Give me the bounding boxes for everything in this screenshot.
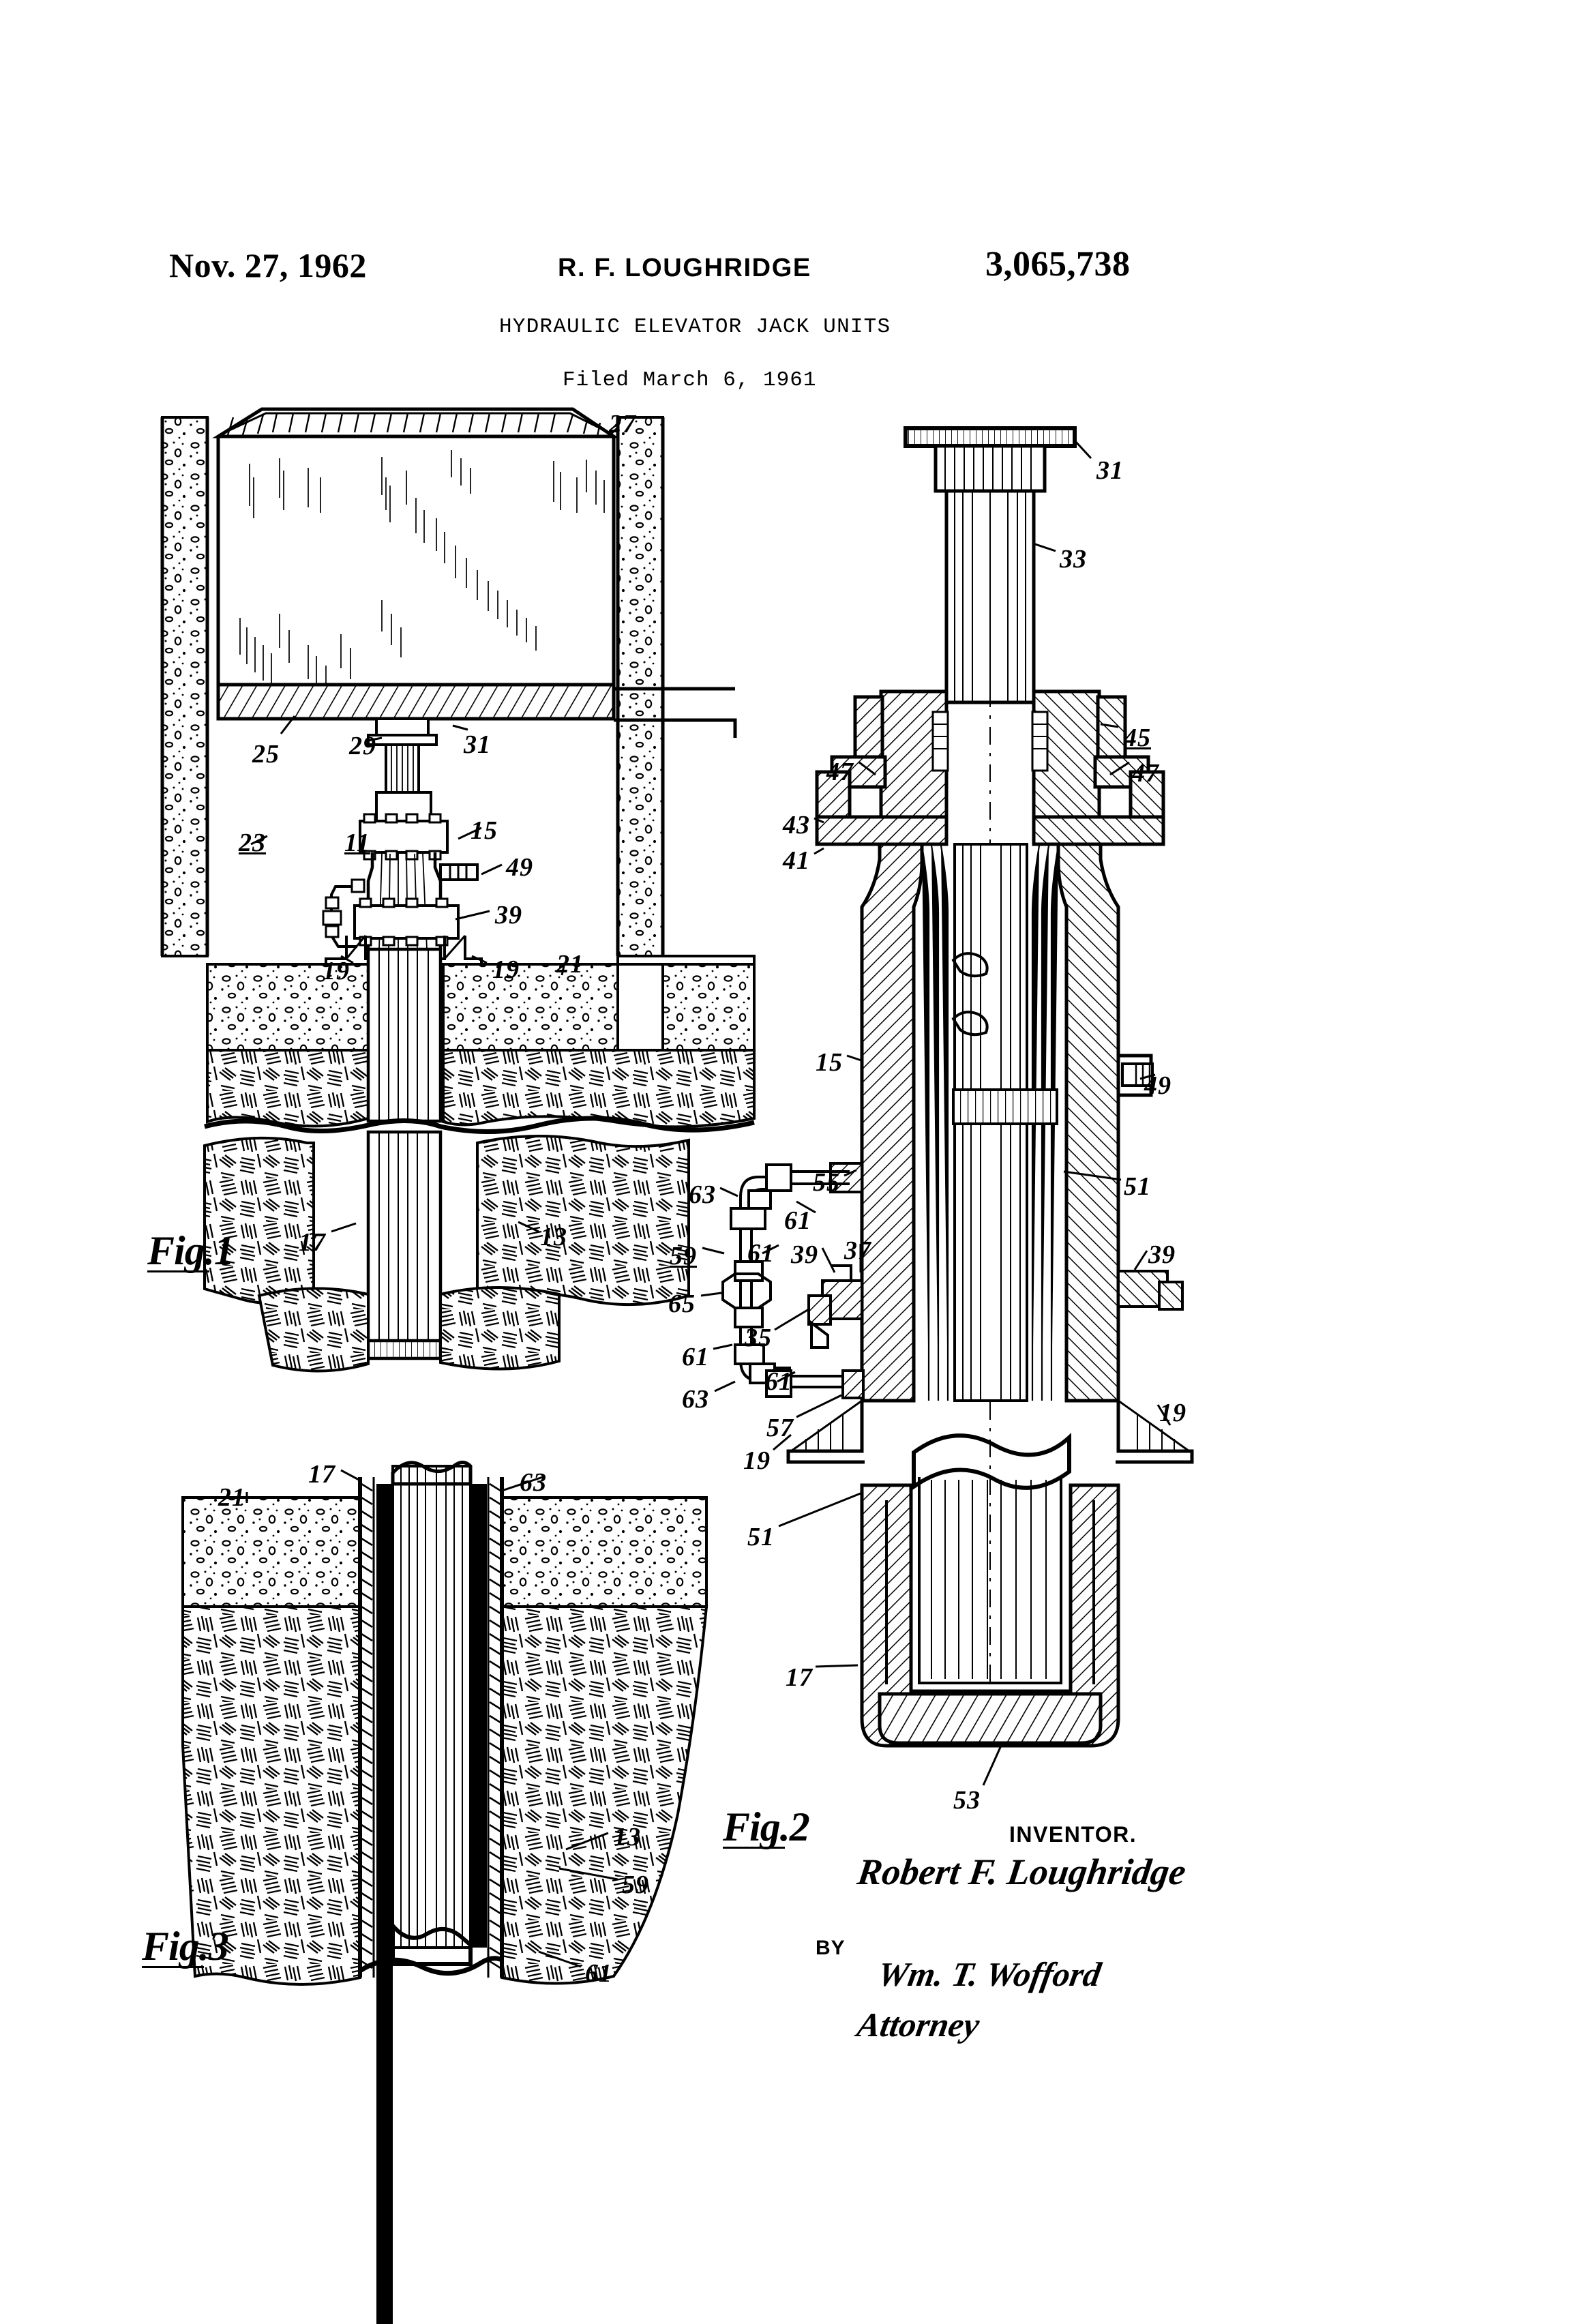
reference-numeral: 37 <box>844 1236 871 1265</box>
reference-numeral: 13 <box>614 1823 641 1851</box>
reference-numeral: 15 <box>816 1048 843 1077</box>
reference-numeral: 61 <box>784 1206 811 1235</box>
patent-title: HYDRAULIC ELEVATOR JACK UNITS <box>499 315 891 339</box>
reference-numeral: 31 <box>464 730 491 759</box>
reference-numeral: 61 <box>682 1343 709 1371</box>
reference-numeral: 17 <box>786 1663 813 1692</box>
reference-numeral: 47 <box>826 758 854 786</box>
reference-numeral: 15 <box>471 816 498 845</box>
inventor-label: INVENTOR. <box>1009 1822 1137 1847</box>
reference-numeral: 51 <box>1124 1172 1151 1201</box>
reference-numeral: 17 <box>299 1228 326 1257</box>
figure-2-drawing <box>700 426 1194 1786</box>
reference-numeral: 53 <box>953 1786 981 1815</box>
reference-numeral: 63 <box>682 1385 709 1414</box>
reference-numeral: 39 <box>1148 1240 1176 1269</box>
patent-number: 3,065,738 <box>985 245 1131 284</box>
reference-numeral: 19 <box>743 1446 771 1475</box>
reference-numeral: 63 <box>689 1180 716 1209</box>
figure-2-caption: Fig.2 <box>723 1804 810 1849</box>
reference-numeral: 23 <box>239 829 266 857</box>
reference-numeral: 57 <box>766 1414 794 1442</box>
figure-3-drawing <box>181 1461 708 2324</box>
reference-numeral: 25 <box>252 740 280 769</box>
figure-1-caption: Fig.1 <box>147 1228 235 1273</box>
reference-numeral: 47 <box>1132 759 1159 788</box>
reference-numeral: 61 <box>765 1367 792 1396</box>
reference-numeral: 59 <box>670 1242 697 1270</box>
patent-inventor-line: R. F. LOUGHRIDGE <box>558 254 811 282</box>
reference-numeral: 35 <box>745 1324 772 1352</box>
reference-numeral: 65 <box>668 1290 696 1318</box>
reference-numeral: 49 <box>506 853 533 882</box>
reference-numeral: 61 <box>747 1239 775 1268</box>
reference-numeral: 19 <box>323 957 350 985</box>
reference-numeral: 19 <box>1159 1399 1186 1427</box>
figure-1-drawing <box>160 407 756 1373</box>
reference-numeral: 49 <box>1144 1071 1171 1100</box>
attorney-label: Attorney <box>854 2006 983 2044</box>
reference-numeral: 29 <box>349 732 376 760</box>
by-label: BY <box>816 1937 846 1959</box>
reference-numeral: 63 <box>520 1468 547 1497</box>
reference-numeral: 27 <box>609 410 636 438</box>
reference-numeral: 55 <box>813 1168 840 1197</box>
reference-numeral: 17 <box>308 1460 335 1489</box>
reference-numeral: 13 <box>540 1223 567 1251</box>
reference-numeral: 41 <box>783 846 810 875</box>
reference-numeral: 43 <box>783 811 810 839</box>
reference-numeral: 33 <box>1060 545 1087 573</box>
reference-numeral: 39 <box>495 901 522 929</box>
reference-numeral: 19 <box>492 955 520 984</box>
attorney-signature: Wm. T. Wofford <box>875 1955 1104 1993</box>
reference-numeral: 51 <box>747 1523 775 1551</box>
reference-numeral: 59 <box>622 1871 649 1899</box>
reference-numeral: 31 <box>1096 456 1124 485</box>
reference-numeral: 45 <box>1124 724 1151 752</box>
reference-numeral: 21 <box>218 1483 245 1512</box>
reference-numeral: 39 <box>791 1240 818 1269</box>
reference-numeral: 61 <box>585 1959 612 1988</box>
patent-date: Nov. 27, 1962 <box>169 246 367 284</box>
figure-3-caption: Fig.3 <box>142 1924 229 1969</box>
reference-numeral: 11 <box>344 829 370 857</box>
reference-numeral: 21 <box>556 950 584 979</box>
patent-filed-date: Filed March 6, 1961 <box>563 368 817 392</box>
inventor-signature: Robert F. Loughridge <box>854 1851 1189 1892</box>
